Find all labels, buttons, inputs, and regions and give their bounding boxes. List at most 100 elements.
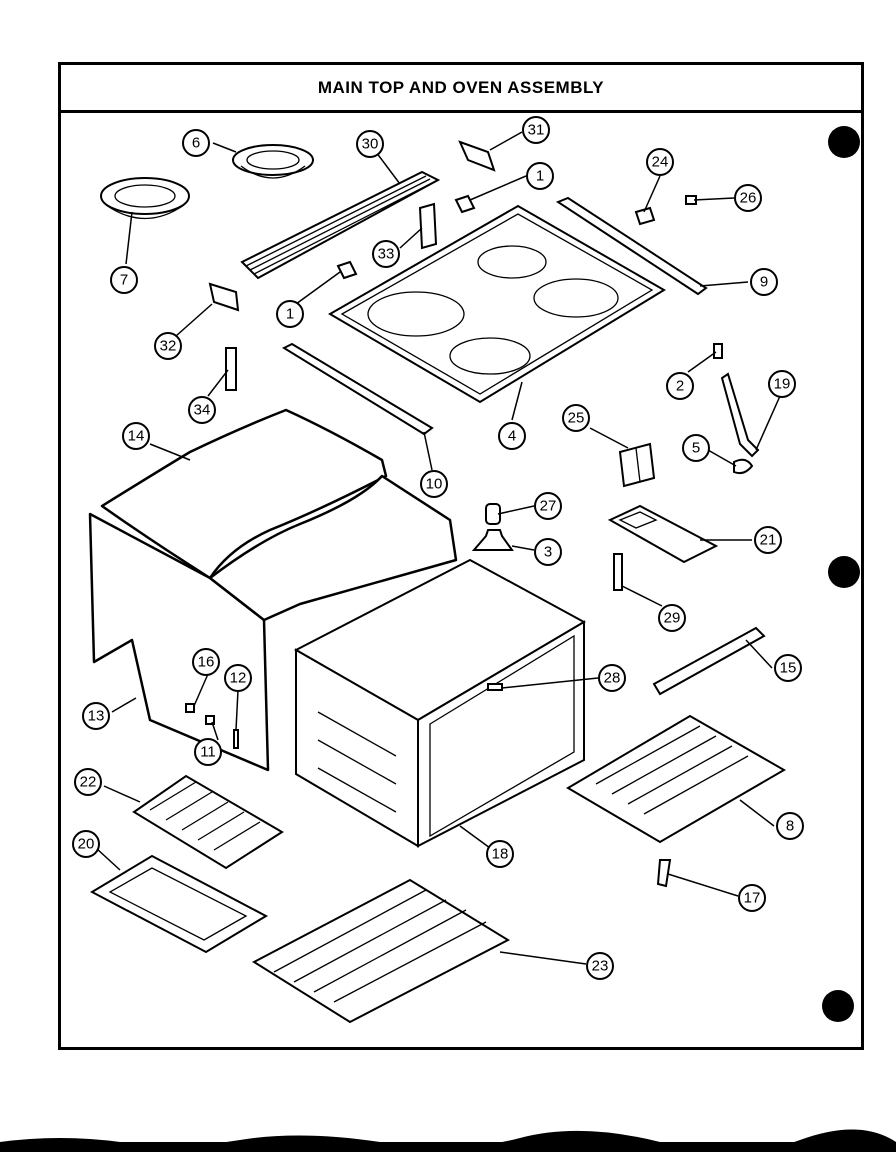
svg-text:17: 17 <box>744 890 761 907</box>
callout-1-lower: 1 <box>276 300 304 328</box>
drip-bowl-small <box>232 144 314 179</box>
scan-bottom-edge <box>0 1129 896 1152</box>
svg-text:16: 16 <box>198 654 215 671</box>
callout-2: 2 <box>666 372 694 400</box>
svg-text:11: 11 <box>200 744 216 761</box>
callout-10: 10 <box>420 470 448 498</box>
svg-text:26: 26 <box>740 190 757 207</box>
callout-1-upper: 1 <box>526 162 554 190</box>
svg-text:23: 23 <box>592 958 609 975</box>
callout-12: 12 <box>224 664 252 692</box>
callout-3: 3 <box>534 538 562 566</box>
svg-text:19: 19 <box>774 376 791 393</box>
svg-text:6: 6 <box>192 135 200 152</box>
callout-24: 24 <box>646 148 674 176</box>
box-21 <box>607 504 719 564</box>
callout-8: 8 <box>776 812 804 840</box>
svg-text:7: 7 <box>120 272 128 289</box>
channel-33 <box>418 202 438 250</box>
callout-5: 5 <box>682 434 710 462</box>
callout-4: 4 <box>498 422 526 450</box>
svg-text:10: 10 <box>426 476 443 493</box>
svg-text:32: 32 <box>160 338 177 355</box>
bolt-16 <box>185 703 195 713</box>
clip-28 <box>487 683 503 691</box>
bracket-1-lower <box>336 260 358 280</box>
svg-text:18: 18 <box>492 846 509 863</box>
callout-9: 9 <box>750 268 778 296</box>
clip-34 <box>225 347 237 391</box>
broil-element <box>566 714 786 844</box>
svg-text:34: 34 <box>194 402 211 419</box>
svg-text:24: 24 <box>652 154 669 171</box>
svg-text:12: 12 <box>230 670 247 687</box>
rail-15 <box>652 626 766 696</box>
broiler-grid <box>132 774 284 870</box>
svg-text:25: 25 <box>568 410 585 427</box>
callout-17: 17 <box>738 884 766 912</box>
cap-27 <box>485 503 501 525</box>
bracket-31 <box>458 140 496 172</box>
svg-text:28: 28 <box>604 670 621 687</box>
svg-text:1: 1 <box>536 168 544 185</box>
svg-text:2: 2 <box>676 378 684 395</box>
svg-text:1: 1 <box>286 306 294 323</box>
svg-text:21: 21 <box>760 532 777 549</box>
svg-text:22: 22 <box>80 774 97 791</box>
clip-17 <box>656 859 672 888</box>
callout-25: 25 <box>562 404 590 432</box>
svg-text:30: 30 <box>362 136 379 153</box>
callout-21: 21 <box>754 526 782 554</box>
svg-text:5: 5 <box>692 440 700 457</box>
diagram-frame: MAIN TOP AND OVEN ASSEMBLY <box>58 62 864 1050</box>
bracket-29 <box>613 553 623 591</box>
title-bar: MAIN TOP AND OVEN ASSEMBLY <box>61 65 861 113</box>
clip-12 <box>233 729 239 749</box>
callout-18: 18 <box>486 840 514 868</box>
svg-text:33: 33 <box>378 246 395 263</box>
oven-rack <box>251 878 511 1024</box>
callout-31: 31 <box>522 116 550 144</box>
leader-lines <box>95 131 781 965</box>
main-cooktop <box>328 204 666 404</box>
callout-33: 33 <box>372 240 400 268</box>
callout-20: 20 <box>72 830 100 858</box>
svg-text:14: 14 <box>128 428 145 445</box>
svg-text:20: 20 <box>78 836 95 853</box>
svg-text:8: 8 <box>786 818 794 835</box>
svg-text:15: 15 <box>780 660 797 677</box>
svg-text:31: 31 <box>528 122 545 139</box>
svg-text:3: 3 <box>544 544 552 561</box>
drip-bowl-large <box>100 177 190 220</box>
bracket-1-upper <box>454 194 476 214</box>
rod-19 <box>720 372 760 458</box>
knob-3 <box>471 529 514 551</box>
clip-11 <box>205 715 215 725</box>
box-21-opening <box>618 511 658 529</box>
screw-2 <box>713 343 723 359</box>
callout-19: 19 <box>768 370 796 398</box>
svg-text:29: 29 <box>664 610 681 627</box>
insulation-rear <box>208 474 458 622</box>
binder-hole-bottom <box>822 990 854 1022</box>
broiler-pan <box>89 854 269 954</box>
callout-26: 26 <box>734 184 762 212</box>
callout-16: 16 <box>192 648 220 676</box>
svg-text:4: 4 <box>508 428 516 445</box>
binder-hole-middle <box>828 556 860 588</box>
rear-trim-9 <box>555 196 708 296</box>
callout-22: 22 <box>74 768 102 796</box>
oven-liner <box>293 558 587 848</box>
callout-27: 27 <box>534 492 562 520</box>
vent-grille <box>240 170 441 280</box>
clip-5 <box>733 458 754 475</box>
callout-32: 32 <box>154 332 182 360</box>
svg-text:13: 13 <box>88 708 105 725</box>
svg-text:27: 27 <box>540 498 557 515</box>
bracket-32 <box>208 282 240 312</box>
callout-34: 34 <box>188 396 216 424</box>
callout-7: 7 <box>110 266 138 294</box>
svg-text:9: 9 <box>760 274 768 291</box>
callout-11: 11 <box>194 738 222 766</box>
diagram-title: MAIN TOP AND OVEN ASSEMBLY <box>317 77 605 97</box>
